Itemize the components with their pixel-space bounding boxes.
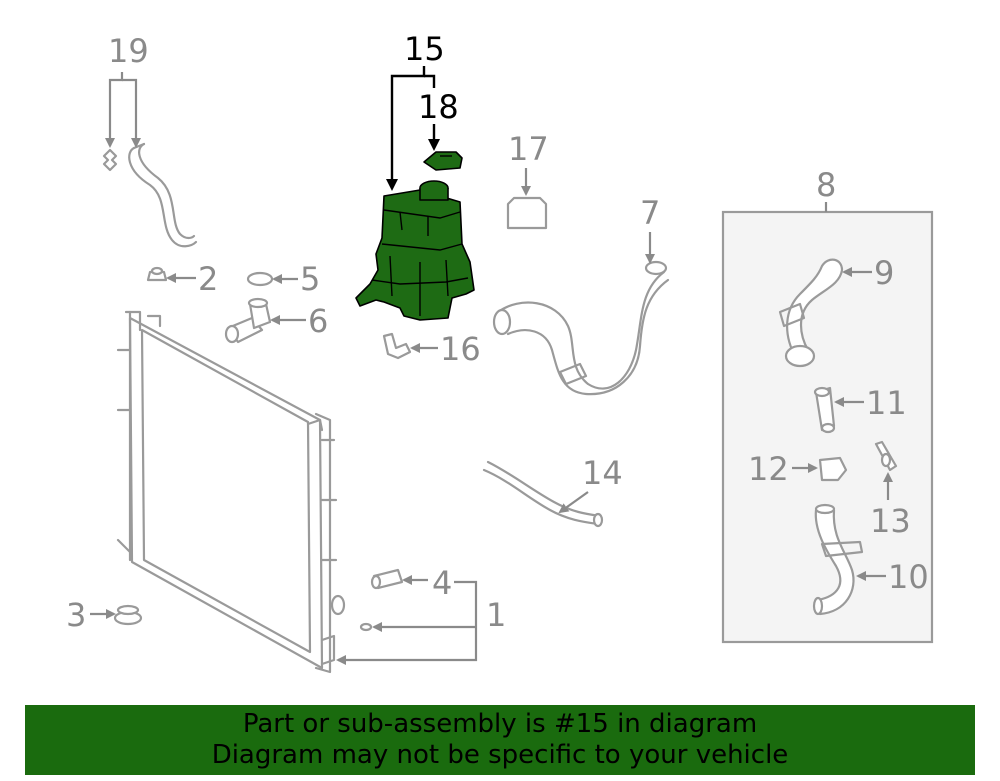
callout-8: 8 xyxy=(816,166,836,204)
clamp-part-12 xyxy=(818,456,848,482)
elbow-connector-part-6 xyxy=(224,297,272,344)
drain-cock-part-4 xyxy=(370,568,404,590)
callout-12: 12 xyxy=(748,450,789,488)
callout-13: 13 xyxy=(870,502,911,540)
drain-plug-part-3 xyxy=(113,604,143,626)
banner-line-2: Diagram may not be specific to your vehi… xyxy=(211,740,789,770)
callout-7: 7 xyxy=(640,194,660,232)
overflow-hose-part-19 xyxy=(102,142,198,248)
callout-2: 2 xyxy=(198,260,218,298)
leader-19b xyxy=(122,78,141,148)
caution-label-part-17 xyxy=(506,196,548,230)
lower-hose-part-10 xyxy=(812,503,864,616)
notice-banner: Part or sub-assembly is #15 in diagram D… xyxy=(25,705,975,775)
callout-19: 19 xyxy=(108,32,149,70)
hose-part-9 xyxy=(778,258,844,368)
bypass-hose-part-14 xyxy=(482,460,604,528)
callout-18: 18 xyxy=(418,88,459,126)
gasket-part-5 xyxy=(246,271,274,287)
leader-15b xyxy=(424,74,436,88)
fitting-part-11 xyxy=(813,386,836,434)
o-ring xyxy=(359,622,373,632)
callout-14: 14 xyxy=(582,454,623,492)
cap-part-2 xyxy=(146,266,168,282)
callout-16: 16 xyxy=(440,330,481,368)
coolant-reservoir-part-15 xyxy=(355,180,475,321)
sensor-part-13 xyxy=(874,440,898,472)
callout-15: 15 xyxy=(404,30,445,68)
callout-6: 6 xyxy=(308,302,328,340)
callout-9: 9 xyxy=(874,254,894,292)
banner-line-1: Part or sub-assembly is #15 in diagram xyxy=(242,709,758,739)
callout-11: 11 xyxy=(866,384,907,422)
leader-15 xyxy=(386,66,426,191)
callout-10: 10 xyxy=(888,558,929,596)
callout-4: 4 xyxy=(432,564,452,602)
callout-17: 17 xyxy=(508,130,549,168)
reservoir-cap-part-18 xyxy=(423,151,463,171)
leader-14 xyxy=(558,491,589,514)
bolt-part-16 xyxy=(382,332,412,360)
leader-19a xyxy=(105,72,124,148)
leader-1a xyxy=(336,580,478,665)
callout-1: 1 xyxy=(486,596,506,634)
callout-3: 3 xyxy=(66,596,86,634)
radiator-part-1 xyxy=(116,310,346,674)
callout-5: 5 xyxy=(300,260,320,298)
upper-hose-part-7 xyxy=(492,260,670,396)
